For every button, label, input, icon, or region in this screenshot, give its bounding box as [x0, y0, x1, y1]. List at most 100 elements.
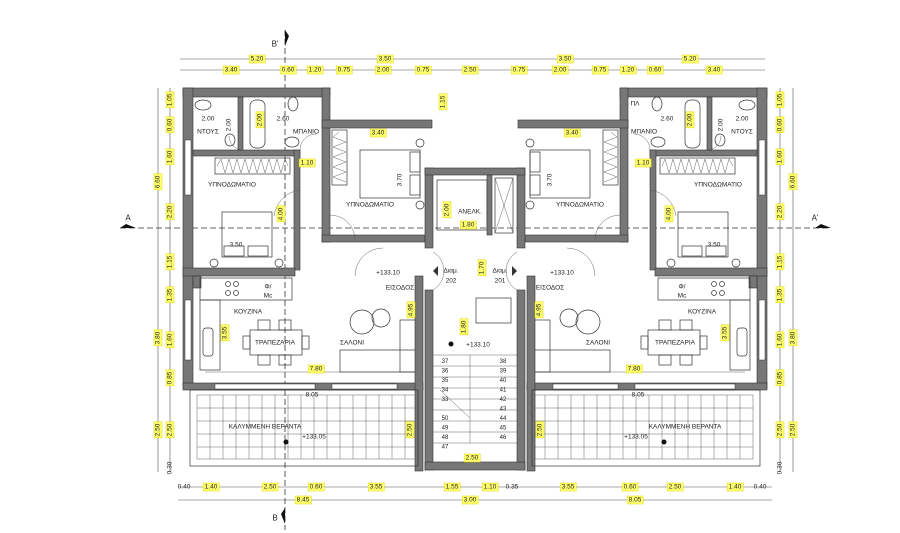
- dimension-label: 1.55: [446, 484, 459, 491]
- dimension-highlight: [534, 301, 544, 319]
- dimension-label-group: 3.50: [376, 54, 394, 64]
- dimension-label-group: 0.75: [335, 65, 353, 75]
- dimension-label: 0.60: [649, 67, 662, 74]
- left-bath-label-group: ΜΠΑΝΙΟ: [293, 129, 319, 136]
- dimension-highlight: [307, 364, 325, 374]
- left-living-label: ΣΑΛΟΝΙ: [340, 340, 364, 347]
- elevator-w-group: 1.80: [459, 220, 477, 230]
- dimension-highlight: [369, 128, 387, 138]
- dimension-label-group: 1.40: [726, 482, 744, 492]
- stair-step-number-group: 33: [442, 397, 449, 403]
- right-bath-h: 2.00: [687, 113, 694, 126]
- dimension-highlight: [165, 203, 175, 221]
- dimension-highlight: [681, 54, 699, 64]
- dimension-label: 0.75: [338, 67, 351, 74]
- stair-step-number: 46: [500, 435, 507, 441]
- dimension-label: 0.30: [777, 461, 784, 474]
- dimension-label: 1.15: [777, 255, 784, 268]
- dimension-label-group: 0.30: [167, 461, 174, 474]
- dimension-label-group: 3.55: [367, 482, 385, 492]
- dimension-label-group: 1.10: [481, 482, 499, 492]
- dimension-label-group: 1.35: [165, 286, 175, 304]
- dimension-highlight: [153, 329, 163, 347]
- left-living-w-group: 7.80: [307, 364, 325, 374]
- right-corridor-w-group: 1.10: [634, 158, 652, 168]
- right-bedroom1-w: 3.50: [708, 242, 721, 249]
- stair-step-number-group: 43: [500, 407, 507, 413]
- stair-step-number-group: 41: [500, 388, 507, 394]
- right-living-h: 4.95: [536, 303, 543, 316]
- dimension-highlight: [222, 65, 240, 75]
- left-entrance-level-group: +133.10: [376, 270, 400, 277]
- dimension-highlight: [775, 148, 785, 166]
- right-living-w-group: 7.80: [625, 364, 643, 374]
- left-shower-h: 2.00: [226, 118, 233, 131]
- stair-step-number-group: 36: [442, 369, 449, 375]
- right-living-label-group: ΣΑΛΟΝΙ: [586, 340, 610, 347]
- dimension-highlight: [438, 93, 448, 111]
- left-veranda-level-group: +133.05: [302, 434, 326, 441]
- left-veranda-label-group: ΚΑΛΥΜΜΕΝΗ ΒΕΡΑΝΤΑ: [229, 424, 302, 431]
- right-bath-h-group: 2.00: [685, 111, 695, 129]
- dimension-highlight: [559, 482, 577, 492]
- left-wc-label-1: Φ/: [265, 284, 272, 291]
- dimension-label: 1.10: [484, 484, 497, 491]
- left-veranda-level: +133.05: [302, 434, 326, 441]
- stair-w: 2.50: [466, 455, 479, 462]
- stair-step-number-group: 39: [500, 369, 507, 375]
- dimension-label-group: 2.50: [261, 482, 279, 492]
- dimension-label-group: 8.45: [294, 495, 312, 505]
- stair-step-number: 44: [500, 416, 507, 422]
- dimension-label: 0.60: [282, 67, 295, 74]
- elevator-h-group: 2.00: [442, 201, 452, 219]
- apt-left-2: 202: [446, 278, 457, 285]
- dimension-label: 2.00: [554, 67, 567, 74]
- dimension-label: 5.20: [251, 56, 264, 63]
- right-wc-label-1: Φ/: [679, 284, 686, 291]
- dimension-label: 8.45: [297, 497, 310, 504]
- dimension-label-group: 0.60: [307, 482, 325, 492]
- dimension-highlight: [165, 331, 175, 349]
- dimension-label-group: 0.75: [510, 65, 528, 75]
- dimension-label: 0.60: [624, 484, 637, 491]
- stair-step-number: 41: [500, 388, 507, 394]
- left-kitchen-label: ΚΟΥΖΙΝΑ: [234, 309, 263, 316]
- right-veranda-h: 2.50: [537, 423, 544, 436]
- right-apartment-walls: [517, 87, 768, 472]
- dimension-label-group: 2.50: [788, 421, 798, 439]
- dimension-highlight: [367, 482, 385, 492]
- section-arrow-b-top: [285, 30, 289, 46]
- right-living-w: 7.80: [628, 366, 641, 373]
- right-entrance-label: ΕΙΣΟΔΟΣ: [536, 285, 564, 292]
- dimension-label: 3.80: [790, 331, 797, 344]
- dimension-label: 3.40: [708, 67, 721, 74]
- dimension-highlight: [405, 421, 415, 439]
- left-bath-w: 2.60: [277, 116, 290, 123]
- dimension-highlight: [556, 54, 574, 64]
- stair-step-number-group: 34: [442, 388, 449, 394]
- dimension-label-group: 3.40: [222, 65, 240, 75]
- dimension-label-group: 6.60: [153, 173, 163, 191]
- storage-label: ΠΛ: [630, 101, 640, 108]
- dimension-highlight: [294, 495, 312, 505]
- dimension-label: 6.60: [790, 175, 797, 188]
- dimension-label-group: 1.20: [306, 65, 324, 75]
- stair-step-number: 36: [442, 369, 449, 375]
- dimension-label-group: 1.40: [202, 482, 220, 492]
- dimension-label: 2.50: [264, 484, 277, 491]
- dimension-label: 1.05: [167, 93, 174, 106]
- left-kitchen-h-group: 3.55: [220, 324, 230, 342]
- landing-h: 1.70: [479, 261, 486, 274]
- right-entrance-level: +133.10: [550, 270, 574, 277]
- right-bedroom1-label-group: ΥΠΝΟΔΩΜΑΤΙΟ: [694, 182, 742, 189]
- stair-step-number: 48: [442, 435, 449, 441]
- apt-right-2-group: 201: [495, 278, 506, 285]
- left-shower-label: ΝΤΟΥΣ: [197, 129, 219, 136]
- dimension-label: 1.60: [777, 333, 784, 346]
- dimension-label: 2.50: [669, 484, 682, 491]
- apt-right-1: Διαμ.: [492, 268, 507, 275]
- right-bedroom2-w: 3.40: [566, 130, 579, 137]
- dimension-highlight: [220, 324, 230, 342]
- dimension-highlight: [335, 65, 353, 75]
- shaft-height-group: 1.15: [438, 93, 448, 111]
